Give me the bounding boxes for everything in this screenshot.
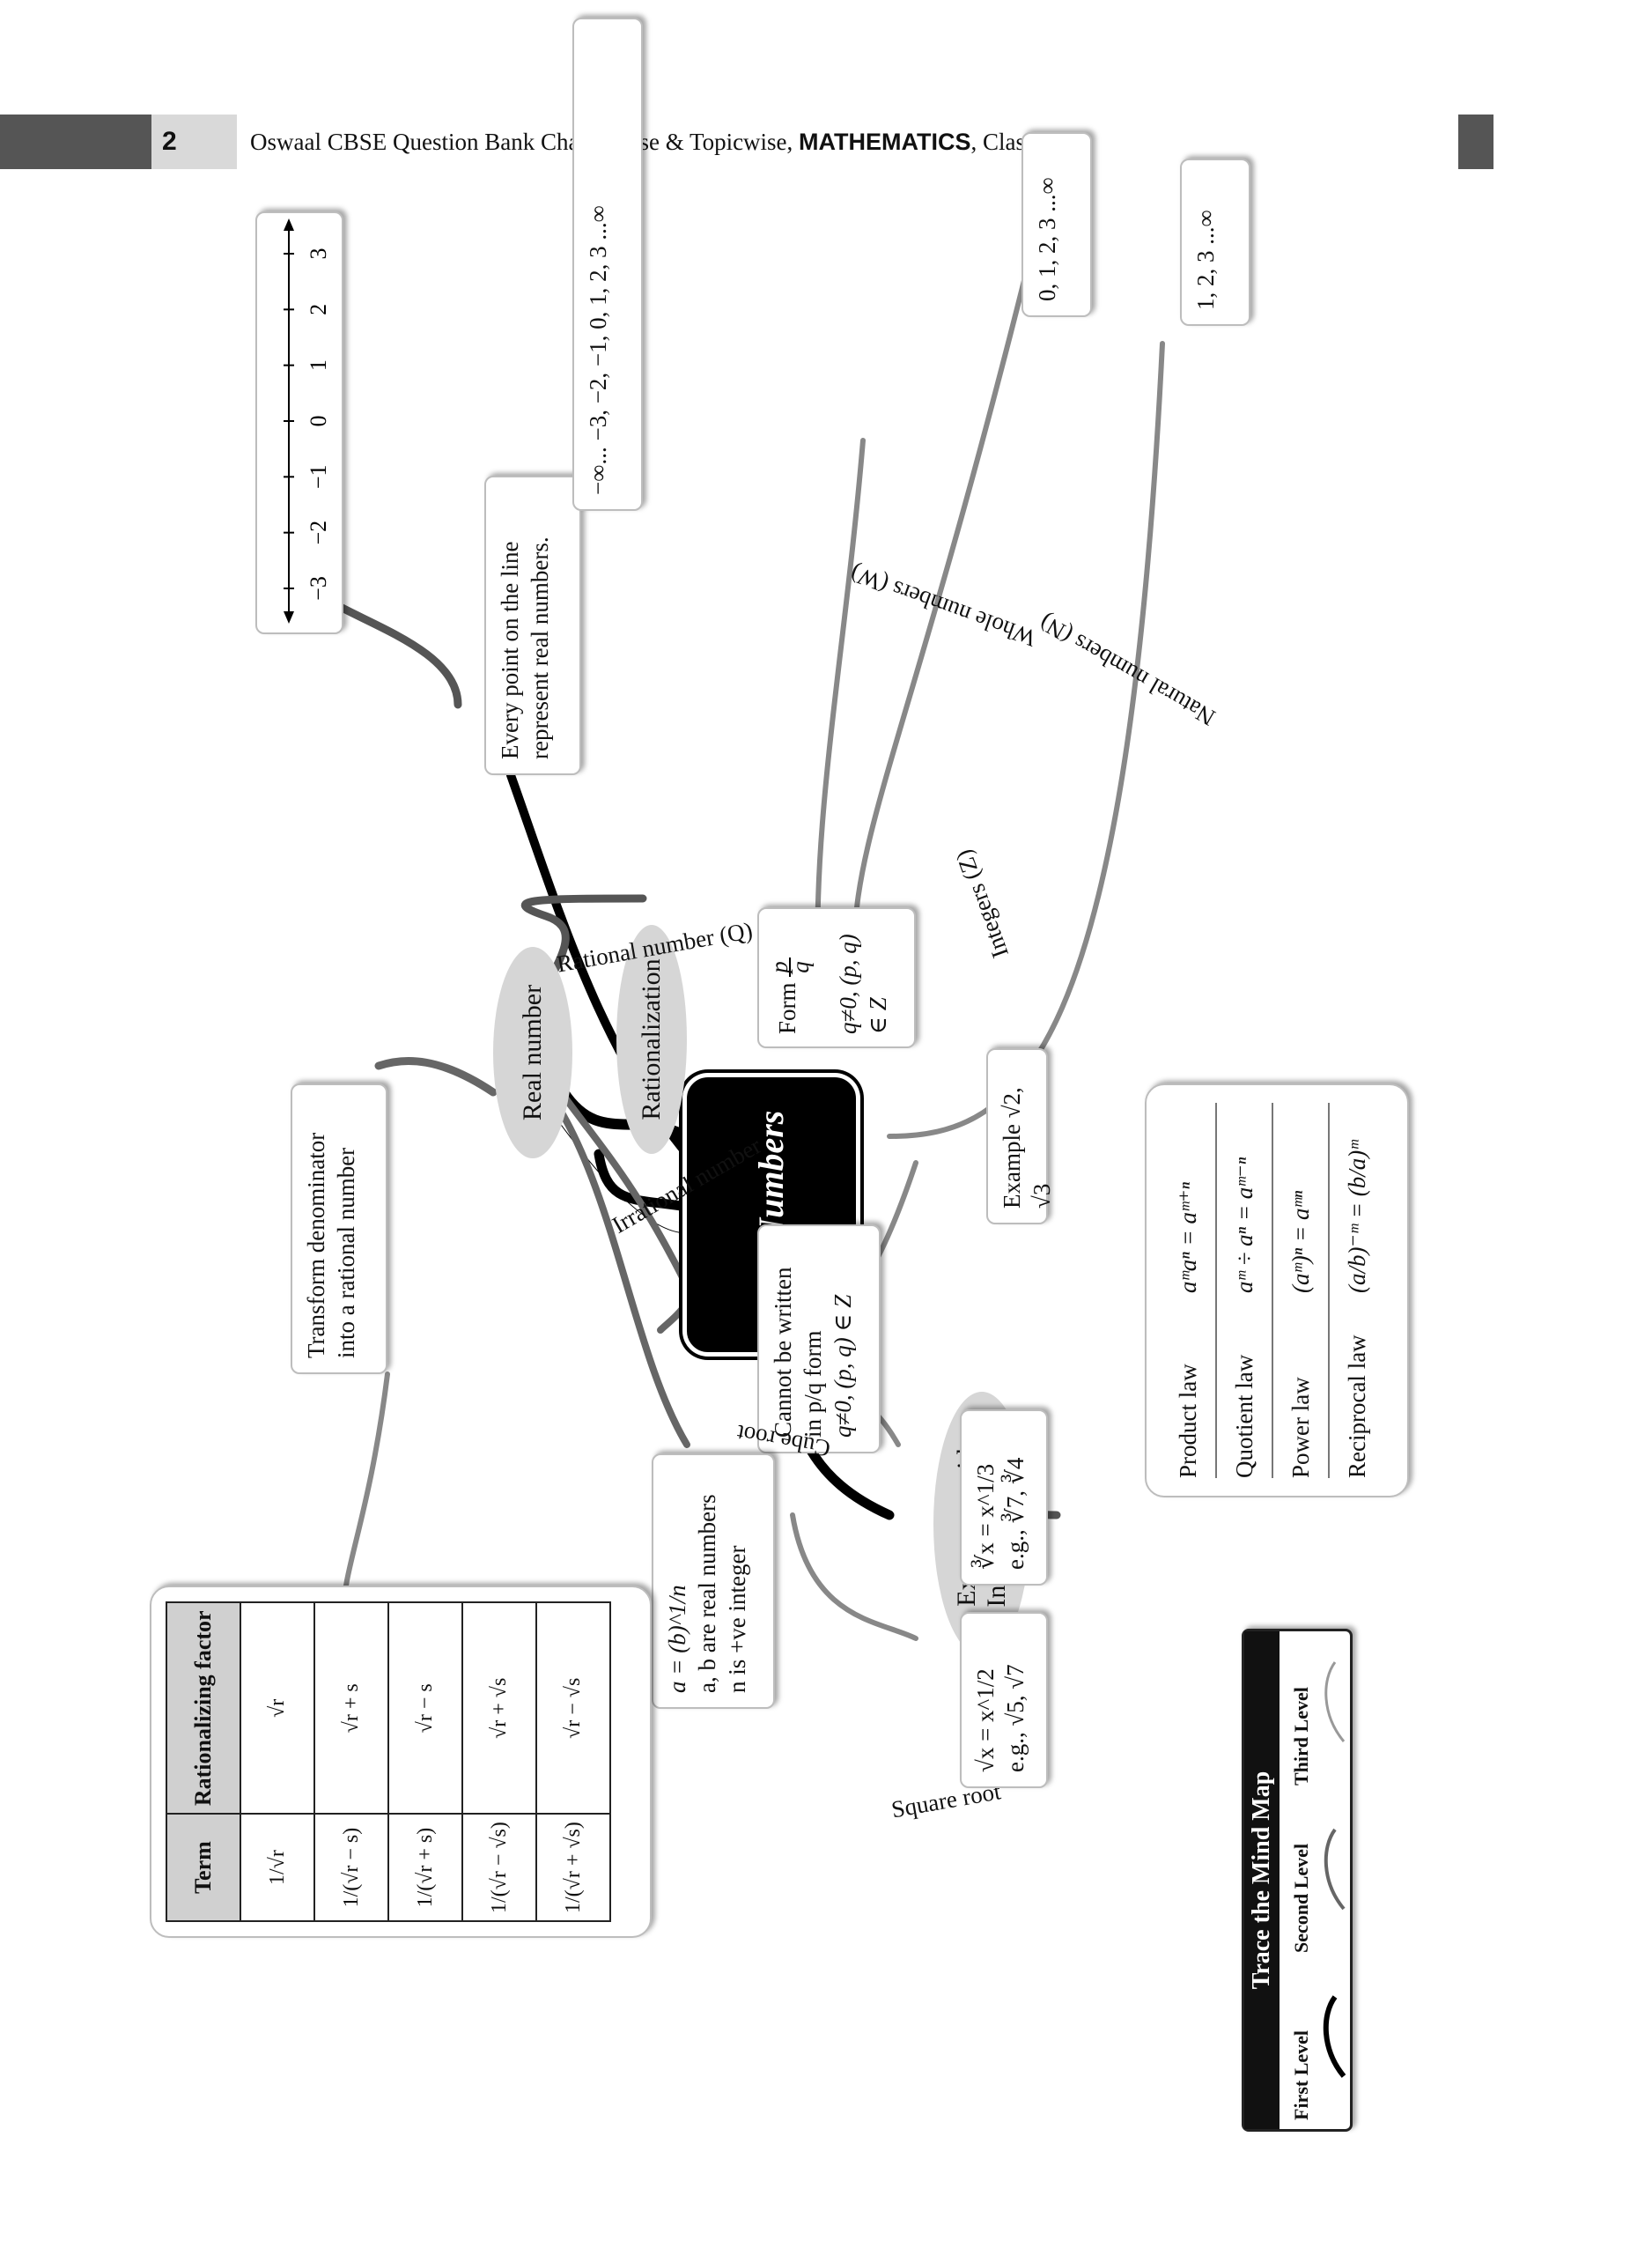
roots-line1: a = (b)^1/n [664, 1585, 690, 1693]
legend-lines [1323, 1661, 1346, 2078]
header-left-bar [0, 115, 151, 169]
legend-third-level: Third Level [1290, 1687, 1312, 1786]
square-root-box: √x = x^1/2 e.g., √5, √7 [960, 1612, 1048, 1788]
number-line-tick-label: −3 [306, 576, 331, 601]
link-every-numberline [321, 595, 462, 709]
rationalization-box: Transform denominator into a rational nu… [291, 1083, 387, 1374]
law-name: Quotient law [1231, 1354, 1257, 1478]
header-title-prefix: Oswaal CBSE Question Bank Chapterwise & … [250, 129, 800, 155]
number-line-tick-label: 1 [306, 359, 331, 371]
irrational-line3: q≠0, (p, q) ∈ Z [830, 1294, 856, 1438]
legend-line-third [1324, 1661, 1346, 1742]
table-cell-factor: √r − s [388, 1602, 462, 1815]
link-form-natural [887, 341, 1165, 1139]
square-root-line1: √x = x^1/2 [972, 1668, 999, 1772]
law-name: Power law [1287, 1377, 1314, 1478]
number-line: −3 −2 −1 0 1 2 3 [284, 218, 331, 624]
legend-line-second [1324, 1828, 1346, 1911]
table-cell-term: 1/(√r − √s) [462, 1814, 536, 1921]
every-point-box: Every point on the line represent real n… [484, 476, 581, 775]
rationalization-line2: into a rational number [333, 1147, 359, 1358]
table-header-factor: Rationalizing factor [166, 1602, 240, 1815]
law-row: Product law aᵐaⁿ = aᵐ⁺ⁿ [1161, 1103, 1217, 1478]
link-center-rationalization2 [594, 1149, 692, 1212]
cube-root-line2: e.g., ∛7, ∛4 [1002, 1457, 1029, 1570]
law-formula: (aᵐ)ⁿ = aᵐⁿ [1287, 1190, 1314, 1293]
link-ratbox-table [341, 1371, 390, 1615]
link-ration-box [374, 1056, 498, 1097]
square-root-line2: e.g., √5, √7 [1002, 1664, 1029, 1772]
legend-first-level: First Level [1290, 2030, 1312, 2120]
number-line-box: −3 −2 −1 0 1 2 3 [255, 211, 343, 634]
law-formula: aᵐaⁿ = aᵐ⁺ⁿ [1175, 1182, 1201, 1293]
link-roots-square [790, 1512, 918, 1641]
link-real-irrational [551, 1080, 692, 1334]
table-cell-term: 1/(√r + s) [388, 1814, 462, 1921]
number-line-tick-label: −1 [306, 464, 331, 489]
roots-line3: n is +ve integer [724, 1545, 750, 1693]
table-row: 1/(√r + s)√r − s [388, 1602, 462, 1921]
irrational-line1: Cannot be written [770, 1267, 796, 1438]
link-real-roots [551, 1098, 690, 1448]
table-cell-factor: √r + s [314, 1602, 388, 1815]
form-q: q [787, 957, 814, 977]
branch-real-number: Real number [493, 947, 572, 1158]
integers-values-box: −∞... −3, −2, −1, 0, 1, 2, 3 ...∞ [572, 18, 643, 511]
table-cell-factor: √r [240, 1602, 314, 1815]
law-row: Power law (aᵐ)ⁿ = aᵐⁿ [1273, 1103, 1330, 1478]
irrational-line2: in p/q form [800, 1330, 826, 1438]
header-right-bar [1458, 115, 1493, 169]
irrational-example-box: Example √2, √3 [986, 1048, 1055, 1224]
whole-values-box: 0, 1, 2, 3 ...∞ [1021, 132, 1092, 317]
rationalization-line1: Transform denominator [303, 1132, 329, 1358]
mind-map-legend: Trace the Mind Map First Level Second Le… [1242, 1629, 1353, 2132]
roots-box: a = (b)^1/n a, b are real numbers n is +… [652, 1453, 775, 1709]
number-line-tick-label: 2 [306, 304, 331, 315]
header-title-bold: MATHEMATICS [799, 129, 971, 155]
law-formula: (a/b)⁻ᵐ = (b/a)ᵐ [1344, 1140, 1370, 1293]
table-cell-factor: √r + √s [462, 1602, 536, 1815]
form-condition: q≠0, (p, q) ∈ Z [835, 934, 891, 1034]
law-name: Reciprocal law [1344, 1335, 1370, 1478]
law-row: Reciprocal law (a/b)⁻ᵐ = (b/a)ᵐ [1330, 1103, 1384, 1478]
table-row: 1/(√r − s)√r + s [314, 1602, 388, 1921]
page-number: 2 [151, 115, 237, 169]
table-row: 1/(√r + √s)√r − √s [536, 1602, 610, 1921]
table-row: 1/√r√r [240, 1602, 314, 1921]
number-line-tick-label: 0 [306, 416, 331, 427]
number-line-tick-label: 3 [306, 248, 331, 260]
table-cell-factor: √r − √s [536, 1602, 610, 1815]
irrational-box: Cannot be written in p/q form q≠0, (p, q… [757, 1224, 881, 1453]
law-row: Quotient law aᵐ ÷ aⁿ = aᵐ⁻ⁿ [1217, 1103, 1273, 1478]
table-header-term: Term [166, 1814, 240, 1921]
law-formula: aᵐ ÷ aⁿ = aᵐ⁻ⁿ [1231, 1157, 1257, 1293]
table-cell-term: 1/(√r − s) [314, 1814, 388, 1921]
table-cell-term: 1/√r [240, 1814, 314, 1921]
mind-map: Real Numbers Real number Rationalization… [141, 18, 1462, 2149]
table-row: 1/(√r − √s)√r + √s [462, 1602, 536, 1921]
link-form-whole [852, 218, 1042, 954]
table-cell-term: 1/(√r + √s) [536, 1814, 610, 1921]
table-header-row: Term Rationalizing factor [166, 1602, 240, 1921]
legend-line-first [1323, 1995, 1346, 2078]
number-line-tick-label: −2 [306, 521, 331, 545]
natural-values-box: 1, 2, 3 ...∞ [1180, 159, 1250, 326]
legend-title: Trace the Mind Map [1244, 1631, 1280, 2129]
law-name: Product law [1175, 1364, 1201, 1478]
cube-root-box: ∛x = x^1/3 e.g., ∛7, ∛4 [960, 1409, 1048, 1586]
cube-root-line1: ∛x = x^1/3 [972, 1463, 999, 1570]
legend-second-level: Second Level [1290, 1843, 1312, 1953]
roots-line2: a, b are real numbers [694, 1494, 720, 1693]
